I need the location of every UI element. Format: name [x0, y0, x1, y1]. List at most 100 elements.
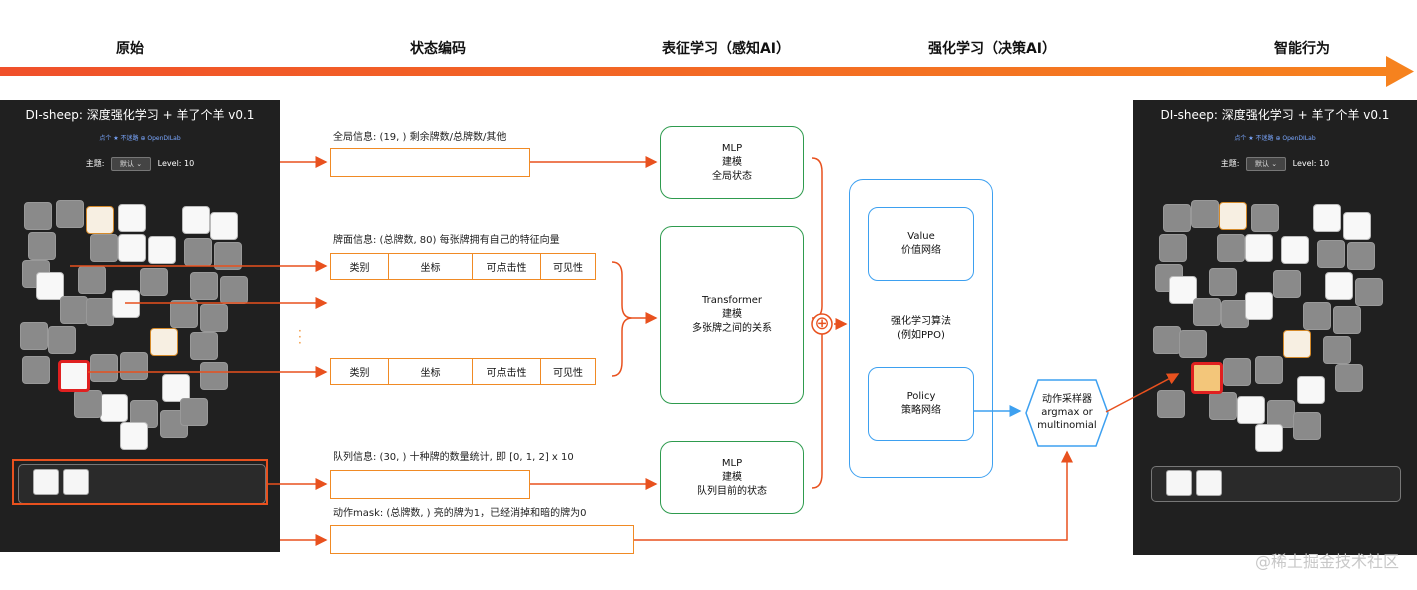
queue-tile — [1196, 470, 1222, 496]
queue-info-label: 队列信息: (30, ) 十种牌的数量统计, 即 [0, 1, 2] x 10 — [333, 452, 574, 463]
game-tile — [1191, 200, 1219, 228]
game-tile[interactable] — [1325, 272, 1353, 300]
game-tile — [90, 234, 118, 262]
left-card-queue — [18, 464, 266, 504]
game-tile[interactable] — [210, 212, 238, 240]
selected-game-tile[interactable] — [1191, 362, 1223, 394]
game-tile[interactable] — [150, 328, 178, 356]
transformer-block: Transformer 建模 多张牌之间的关系 — [660, 226, 804, 404]
selected-game-tile[interactable] — [58, 360, 90, 392]
game-tile[interactable] — [120, 422, 148, 450]
value-title: Value — [907, 231, 935, 242]
watermark: @稀土掘金技术社区 — [1254, 552, 1399, 571]
transformer-verb: 建模 — [722, 309, 742, 320]
policy-network-block: Policy 策略网络 — [868, 367, 974, 441]
transformer-title: Transformer — [701, 295, 762, 306]
game-tile[interactable] — [182, 206, 210, 234]
game-tile — [1347, 242, 1375, 270]
game-tile[interactable] — [1343, 212, 1371, 240]
sampler-method-2: multinomial — [1037, 420, 1097, 431]
theme-select[interactable]: 默认 ⌄ — [111, 157, 152, 171]
global-info-vector — [330, 148, 530, 177]
mlp-global-title: MLP — [721, 142, 743, 154]
theme-label: 主题: — [1220, 159, 1240, 168]
game-tile[interactable] — [1281, 236, 1309, 264]
game-tile — [184, 238, 212, 266]
game-tile[interactable] — [148, 236, 176, 264]
queue-tile — [33, 469, 59, 495]
game-tile — [1293, 412, 1321, 440]
game-tile — [1209, 392, 1237, 420]
game-tile[interactable] — [36, 272, 64, 300]
game-tile[interactable] — [1313, 204, 1341, 232]
policy-desc: 策略网络 — [901, 405, 941, 416]
game-tile — [190, 272, 218, 300]
game-tile — [180, 398, 208, 426]
value-desc: 价值网络 — [901, 245, 941, 256]
mlp-queue-verb: 建模 — [722, 471, 742, 483]
mask-info-label: 动作mask: (总牌数, ) 亮的牌为1，已经消掉和暗的牌为0 — [333, 508, 587, 519]
game-tile[interactable] — [1237, 396, 1265, 424]
right-card-queue — [1151, 466, 1401, 502]
game-tile[interactable] — [112, 290, 140, 318]
game-tile[interactable] — [1245, 234, 1273, 262]
value-network-block: Value 价值网络 — [868, 207, 974, 281]
theme-select[interactable]: 默认 ⌄ — [1246, 157, 1287, 171]
game-tile — [1223, 358, 1251, 386]
game-tile — [1251, 204, 1279, 232]
pipeline-arrow — [0, 56, 1414, 87]
sampler-title: 动作采样器 — [1042, 394, 1092, 405]
card-field-category: 类别 — [331, 254, 389, 279]
game-tile — [200, 362, 228, 390]
card-field-coordinate: 坐标 — [389, 359, 473, 384]
queue-highlight-frame — [12, 459, 268, 505]
mlp-queue-title: MLP — [721, 457, 743, 469]
concat-circle — [811, 313, 833, 335]
level-label: Level: 10 — [1292, 159, 1330, 168]
game-tile[interactable] — [1219, 202, 1247, 230]
card-field-clickable: 可点击性 — [473, 359, 541, 384]
game-tile — [1163, 204, 1191, 232]
game-tile — [1157, 390, 1185, 418]
game-tile[interactable] — [118, 204, 146, 232]
game-tile[interactable] — [86, 206, 114, 234]
game-tile — [78, 266, 106, 294]
game-tile[interactable] — [162, 374, 190, 402]
left-panel-links[interactable]: 点个 ★ 不迷路 ⊕ OpenDILab — [99, 135, 181, 142]
right-panel-links[interactable]: 点个 ★ 不迷路 ⊕ OpenDILab — [1234, 135, 1316, 142]
card-field-visible: 可见性 — [553, 263, 583, 274]
game-tile[interactable] — [1169, 276, 1197, 304]
mlp-global-verb: 建模 — [722, 156, 742, 168]
game-tile — [1193, 298, 1221, 326]
game-tile — [1273, 270, 1301, 298]
level-label: Level: 10 — [157, 159, 195, 168]
game-tile[interactable] — [1297, 376, 1325, 404]
mlp-global-block: MLP 建模 全局状态 — [660, 126, 804, 199]
rl-algorithm-example: (例如PPO) — [897, 330, 945, 341]
right-game-panel: DI-sheep: 深度强化学习 + 羊了个羊 v0.1 点个 ★ 不迷路 ⊕ … — [1133, 100, 1417, 555]
game-tile — [56, 200, 84, 228]
action-sampler-hexagon — [1025, 379, 1109, 447]
game-tile[interactable] — [1283, 330, 1311, 358]
game-tile[interactable] — [118, 234, 146, 262]
stage-label-rl: 强化学习（决策AI） — [927, 41, 1057, 57]
queue-tile — [1166, 470, 1192, 496]
game-tile — [1355, 278, 1383, 306]
policy-title: Policy — [906, 391, 936, 402]
arrow-mask-to-sampler — [634, 450, 1073, 541]
game-tile — [200, 304, 228, 332]
game-tile — [1209, 268, 1237, 296]
rl-algorithm-label: 强化学习算法 (例如PPO) — [868, 315, 974, 343]
game-tile — [1217, 234, 1245, 262]
brace-card-rows — [611, 261, 633, 377]
rl-algorithm-title: 强化学习算法 — [891, 316, 951, 327]
left-panel-title: DI-sheep: 深度强化学习 + 羊了个羊 v0.1 — [25, 108, 255, 122]
game-tile — [1317, 240, 1345, 268]
card-field-category: 类别 — [331, 359, 389, 384]
game-tile[interactable] — [1245, 292, 1273, 320]
game-tile — [48, 326, 76, 354]
game-tile — [1303, 302, 1331, 330]
game-tile — [22, 356, 50, 384]
game-tile[interactable] — [1255, 424, 1283, 452]
